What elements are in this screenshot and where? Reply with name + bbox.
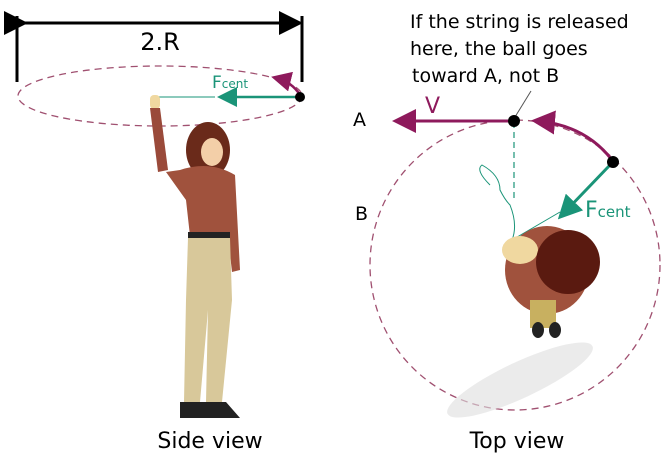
- top-view: If the string is released here, the ball…: [353, 11, 661, 454]
- force-arrow-top: [557, 163, 612, 220]
- force-label-side: Fcent: [212, 73, 248, 93]
- top-view-caption: Top view: [469, 429, 565, 454]
- force-label-top: Fcent: [585, 198, 631, 223]
- note-line-3: toward A, not B: [412, 65, 559, 87]
- velocity-arc-top: [531, 110, 614, 161]
- velocity-arc-side: [271, 71, 302, 96]
- note-pointer: [514, 90, 532, 118]
- dimension-label: 2.R: [140, 28, 180, 56]
- woman-side-figure: [150, 95, 240, 418]
- ball-released-position: [508, 115, 520, 127]
- note-line-1: If the string is released: [410, 11, 629, 33]
- ball-current-position: [607, 156, 619, 168]
- release-note: If the string is released here, the ball…: [410, 11, 629, 87]
- string-top: [479, 164, 561, 242]
- side-view-caption: Side view: [157, 429, 262, 454]
- velocity-label: V: [425, 94, 440, 119]
- point-a-label: A: [353, 109, 366, 131]
- orbit-circle-top: [369, 119, 661, 411]
- point-b-label: B: [355, 203, 368, 225]
- ball-side: [295, 92, 305, 102]
- side-view: 2.R Fcent Side view: [4, 11, 305, 454]
- woman-top-figure: [447, 226, 600, 418]
- note-line-2: here, the ball goes: [410, 38, 588, 60]
- dimension-marker: [4, 11, 304, 82]
